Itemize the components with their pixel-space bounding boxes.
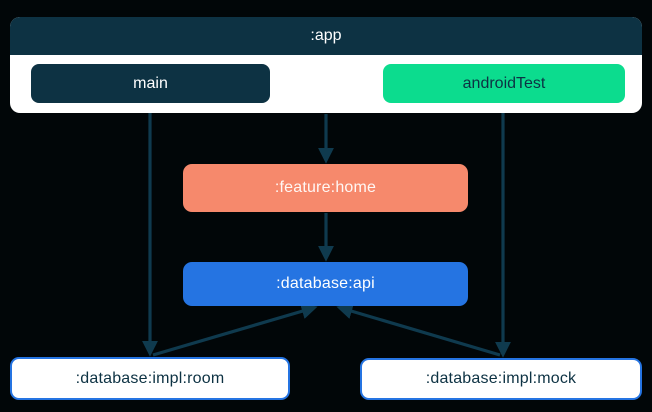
- node-database-api-label: :database:api: [276, 275, 375, 292]
- node-app-label: :app: [310, 27, 342, 44]
- node-main-label: main: [133, 74, 168, 92]
- node-feature-home-label: :feature:home: [274, 179, 377, 196]
- node-database-impl-mock-label: :database:impl:mock: [425, 370, 577, 387]
- node-main-sourceset: main: [31, 64, 270, 103]
- node-database-impl-room: :database:impl:room: [10, 357, 290, 400]
- node-androidtest-label: androidTest: [462, 74, 546, 92]
- node-app-container: :app main androidTest: [10, 17, 642, 113]
- node-androidtest-sourceset: androidTest: [383, 64, 625, 103]
- node-database-api: :database:api: [183, 262, 468, 306]
- node-database-impl-room-label: :database:impl:room: [75, 369, 225, 387]
- node-database-impl-mock: :database:impl:mock: [360, 358, 642, 400]
- edge-database-impl-room-to-database-api: [152, 303, 318, 357]
- edge-database-impl-mock-to-database-api: [336, 303, 501, 357]
- node-feature-home: :feature:home: [183, 164, 468, 212]
- node-app-header: :app: [10, 17, 642, 55]
